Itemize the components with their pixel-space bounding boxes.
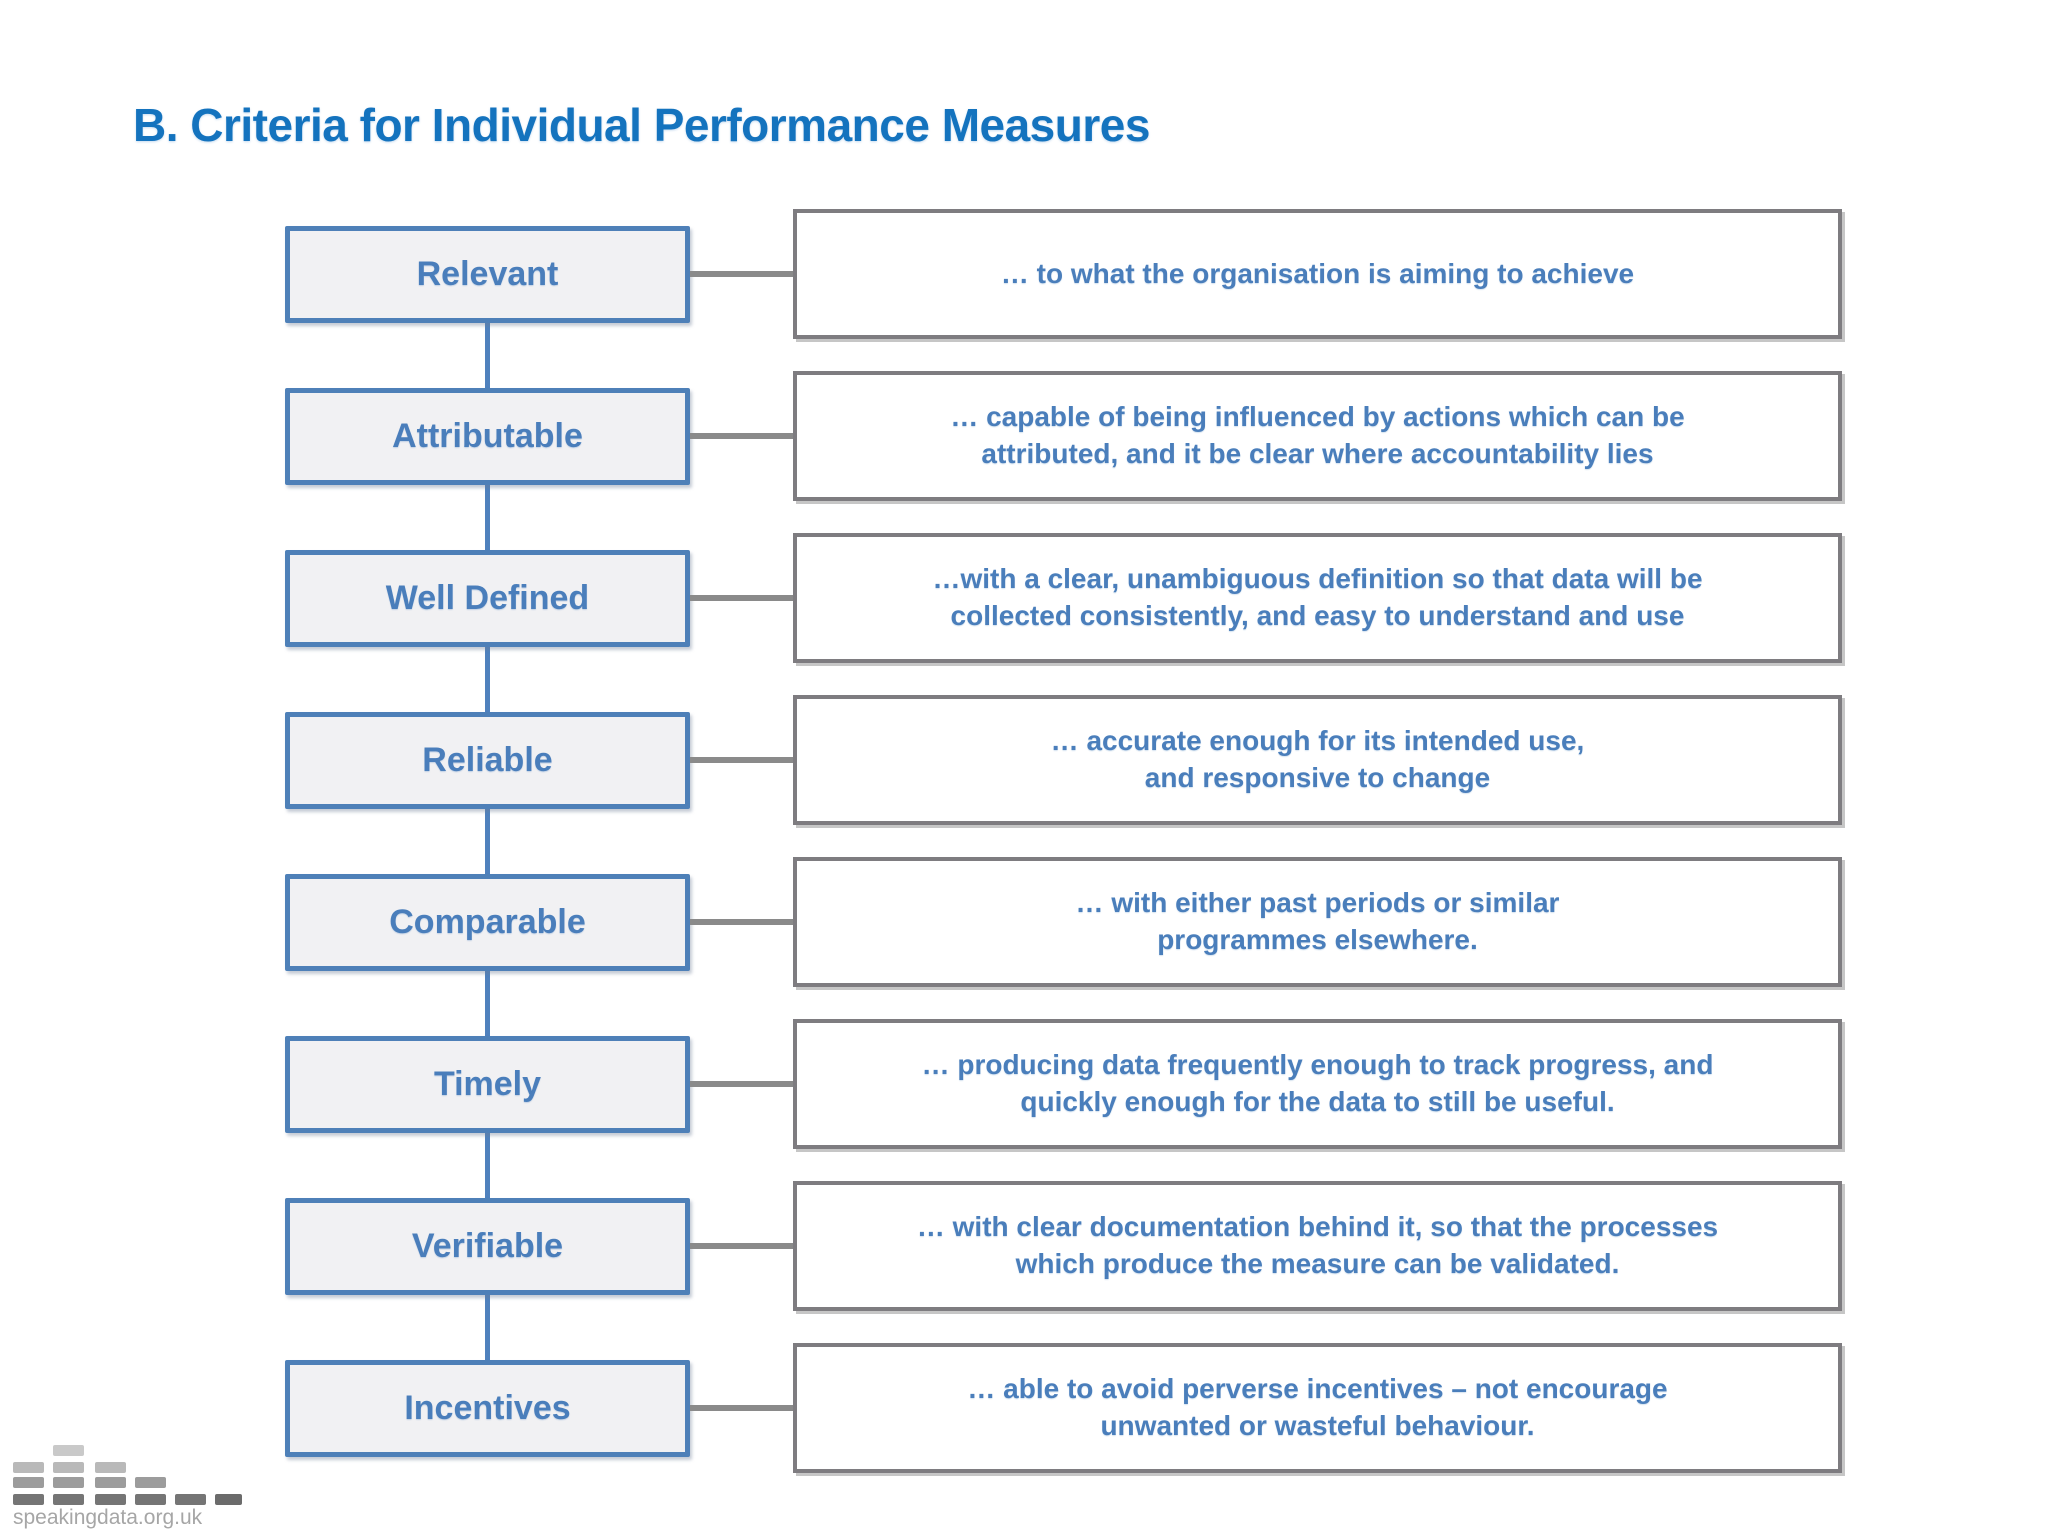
criterion-box-incentives: Incentives: [285, 1359, 690, 1457]
description-text: … producing data frequently enough to tr…: [921, 1049, 1714, 1117]
connector-horizontal: [690, 1081, 793, 1087]
criterion-box-reliable: Reliable: [285, 711, 690, 809]
description-text: … capable of being influenced by actions…: [950, 401, 1685, 469]
connector-horizontal: [690, 919, 793, 925]
criteria-row-well-defined: Well Defined …with a clear, unambiguous …: [285, 517, 1842, 679]
criterion-box-relevant: Relevant: [285, 225, 690, 323]
description-text: … to what the organisation is aiming to …: [1000, 257, 1635, 289]
criteria-row-relevant: Relevant … to what the organisation is a…: [285, 193, 1842, 355]
connector-horizontal: [690, 1243, 793, 1249]
speakingdata-logo: speakingdata.org.uk: [13, 1443, 263, 1533]
criterion-label: Reliable: [422, 740, 553, 779]
criteria-row-comparable: Comparable … with either past periods or…: [285, 841, 1842, 1003]
description-text: … able to avoid perverse incentives – no…: [967, 1373, 1668, 1441]
description-box-verifiable: … with clear documentation behind it, so…: [793, 1181, 1842, 1311]
criterion-label: Comparable: [389, 902, 586, 941]
criterion-label: Incentives: [404, 1388, 571, 1427]
description-box-incentives: … able to avoid perverse incentives – no…: [793, 1343, 1842, 1473]
connector-vertical: [485, 274, 490, 1408]
criteria-row-verifiable: Verifiable … with clear documentation be…: [285, 1165, 1842, 1327]
criteria-row-reliable: Reliable … accurate enough for its inten…: [285, 679, 1842, 841]
criteria-row-timely: Timely … producing data frequently enoug…: [285, 1003, 1842, 1165]
criterion-label: Attributable: [392, 416, 583, 455]
equalizer-bars-icon: [13, 1443, 263, 1505]
description-text: … with clear documentation behind it, so…: [916, 1211, 1719, 1279]
criterion-label: Relevant: [416, 254, 559, 293]
connector-horizontal: [690, 271, 793, 277]
criterion-box-attributable: Attributable: [285, 387, 690, 485]
connector-horizontal: [690, 595, 793, 601]
criterion-box-comparable: Comparable: [285, 873, 690, 971]
criteria-row-incentives: Incentives … able to avoid perverse ince…: [285, 1327, 1842, 1489]
logo-website-text: speakingdata.org.uk: [13, 1506, 203, 1529]
description-box-reliable: … accurate enough for its intended use, …: [793, 695, 1842, 825]
connector-horizontal: [690, 1405, 793, 1411]
description-box-attributable: … capable of being influenced by actions…: [793, 371, 1842, 501]
description-text: …with a clear, unambiguous definition so…: [932, 563, 1703, 631]
description-box-well-defined: …with a clear, unambiguous definition so…: [793, 533, 1842, 663]
connector-horizontal: [690, 433, 793, 439]
criterion-box-verifiable: Verifiable: [285, 1197, 690, 1295]
description-text: … with either past periods or similar pr…: [1075, 887, 1560, 955]
criteria-diagram: Relevant … to what the organisation is a…: [285, 193, 1842, 1489]
description-text: … accurate enough for its intended use, …: [1050, 725, 1585, 793]
description-box-relevant: … to what the organisation is aiming to …: [793, 209, 1842, 339]
criterion-label: Well Defined: [385, 578, 590, 617]
description-box-timely: … producing data frequently enough to tr…: [793, 1019, 1842, 1149]
criterion-box-timely: Timely: [285, 1035, 690, 1133]
description-box-comparable: … with either past periods or similar pr…: [793, 857, 1842, 987]
page-title: B. Criteria for Individual Performance M…: [133, 99, 1150, 151]
connector-horizontal: [690, 757, 793, 763]
criterion-label: Verifiable: [411, 1226, 564, 1265]
criterion-label: Timely: [433, 1064, 542, 1103]
criteria-row-attributable: Attributable … capable of being influenc…: [285, 355, 1842, 517]
criterion-box-well-defined: Well Defined: [285, 549, 690, 647]
